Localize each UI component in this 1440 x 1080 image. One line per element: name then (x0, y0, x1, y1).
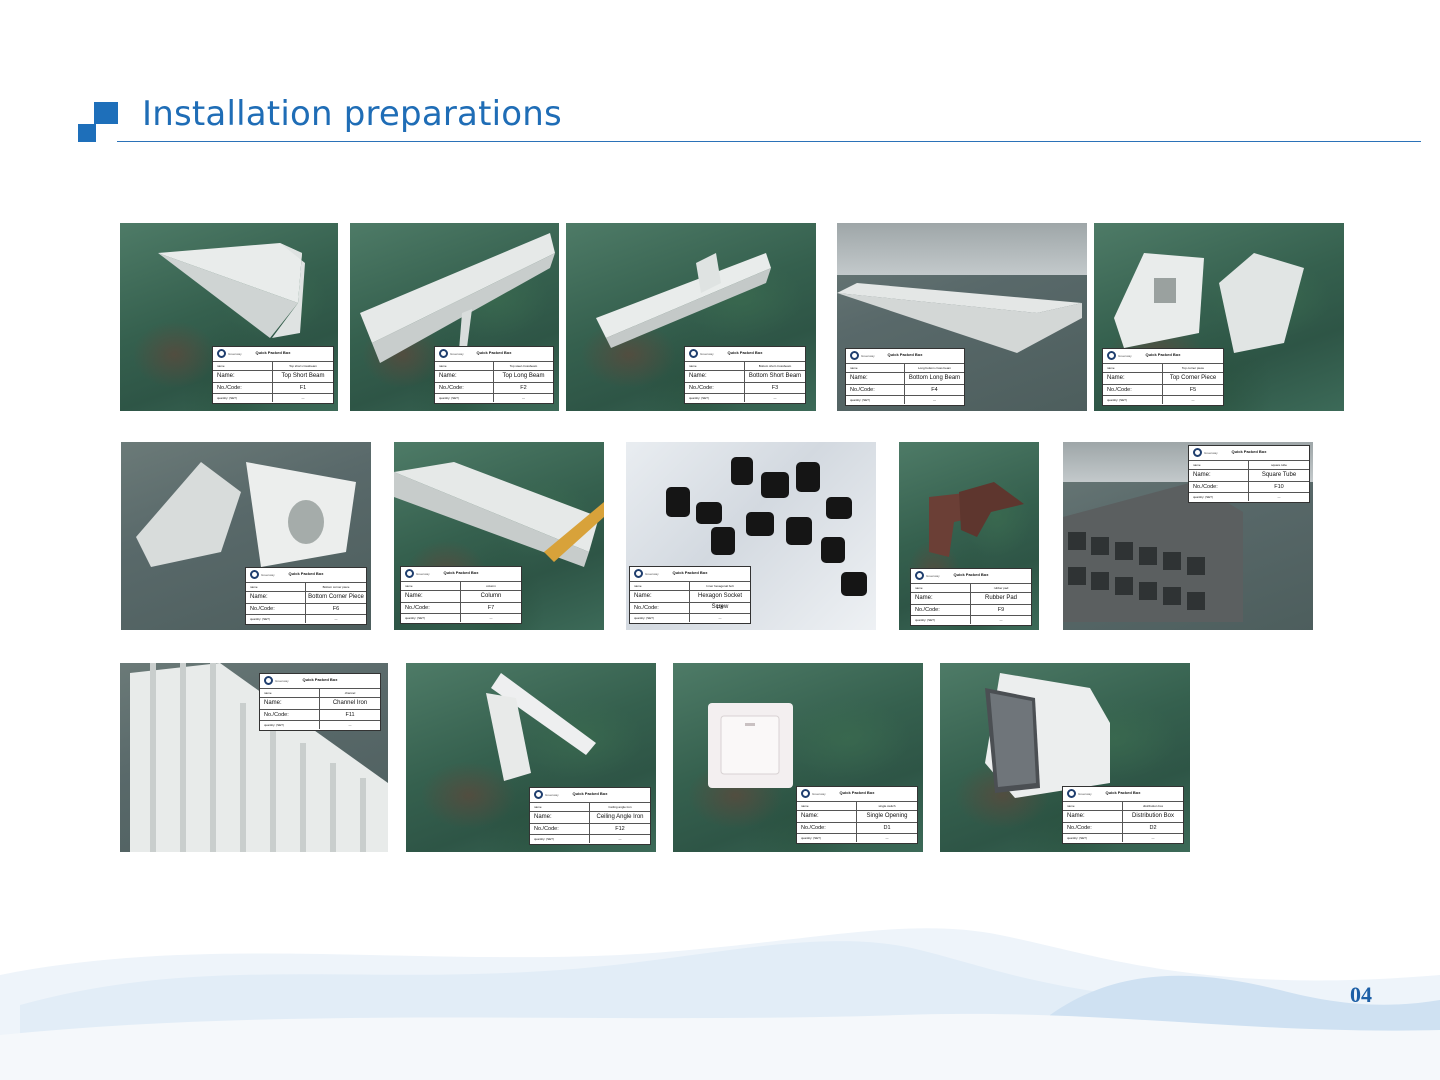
page-title: Installation preparations (142, 94, 562, 134)
item-name: Bottom Long Beam (908, 375, 961, 381)
item-code: F4 (931, 387, 938, 393)
distribution-box-illustration (985, 673, 1110, 798)
item-name: Top Corner Piece (1169, 375, 1217, 381)
item-name: Bottom Short Beam (748, 373, 802, 379)
screws-illustration (666, 457, 867, 596)
brand-icon (915, 571, 924, 580)
item-code: F2 (520, 385, 527, 391)
item-name: Rubber Pad (984, 595, 1018, 601)
item-code: F7 (487, 605, 495, 611)
item-name: Top Long Beam (502, 373, 545, 379)
item-name: Square Tube (1261, 472, 1297, 478)
item-code: F3 (771, 385, 779, 391)
square-tube-illustration (1063, 482, 1243, 622)
item-code: F9 (997, 607, 1005, 613)
channel-iron-illustration (130, 663, 388, 852)
item-name: Distribution Box (1131, 813, 1175, 819)
item-name: Column (480, 593, 502, 599)
rubber-pad-illustration (929, 482, 1024, 557)
brand-icon (439, 349, 448, 358)
brand-icon (250, 570, 259, 579)
brand-icon (405, 569, 414, 578)
brand-icon (1193, 448, 1202, 457)
brand-icon (634, 569, 643, 578)
short-beam-illustration (596, 253, 771, 348)
page-number: 04 (1350, 982, 1372, 1007)
item-code: F6 (332, 606, 340, 612)
brand-icon (1107, 351, 1116, 360)
item-name: Bottom Corner Piece (308, 594, 364, 600)
item-name: Top Short Beam (281, 373, 325, 379)
angle-iron-illustration (486, 673, 596, 781)
brand-icon (264, 676, 273, 685)
brand-icon (850, 351, 859, 360)
brand-logo (78, 102, 118, 142)
item-name: Ceiling Angle Iron (596, 814, 644, 820)
item-code: D2 (1149, 825, 1157, 831)
brand-icon (534, 790, 543, 799)
long-beam-illustration (360, 233, 555, 363)
item-name: Single Opening (866, 813, 908, 819)
item-code: F12 (615, 826, 625, 832)
corner-piece-illustration (1114, 253, 1304, 353)
item-name: Channel Iron (332, 700, 368, 706)
bottom-corner-illustration (136, 462, 356, 567)
brand-icon (217, 349, 226, 358)
item-code: F5 (1189, 387, 1197, 393)
switch-illustration (708, 703, 793, 788)
item-name: Hexagon Socket Screw (697, 593, 743, 610)
brand-icon (689, 349, 698, 358)
brand-icon (801, 789, 810, 798)
long-beam-bottom-illustration (837, 283, 1082, 353)
column-illustration (394, 462, 604, 567)
item-code: F11 (345, 712, 355, 718)
item-code: F1 (299, 385, 307, 391)
item-code: F10 (1274, 484, 1284, 490)
title-divider (117, 141, 1421, 142)
item-code: F8 (716, 605, 724, 611)
item-code: D1 (883, 825, 891, 831)
beam-bracket-illustration (158, 243, 305, 338)
brand-icon (1067, 789, 1076, 798)
footer-wave-decoration (0, 928, 1440, 1080)
